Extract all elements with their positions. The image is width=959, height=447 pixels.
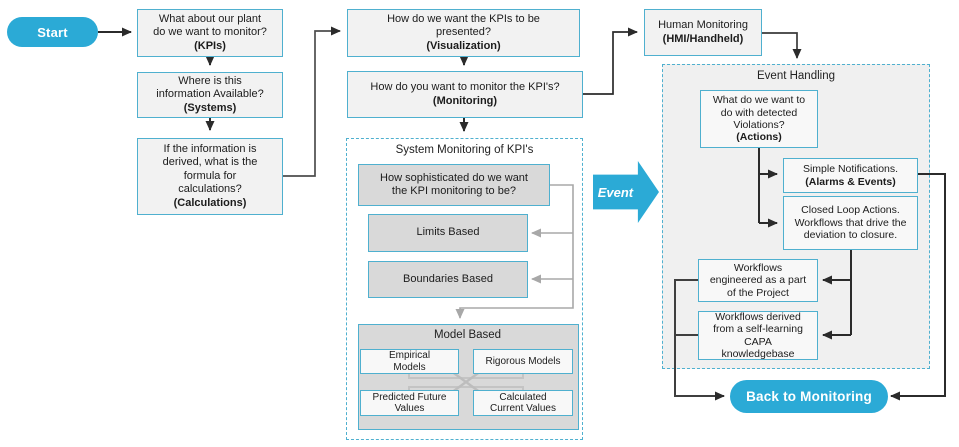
arrow-calculations-to-visualization bbox=[283, 26, 341, 177]
box-systems: Where is this information Available? (Sy… bbox=[137, 72, 283, 118]
rail-model-top bbox=[408, 374, 524, 379]
box-human-monitoring: Human Monitoring (HMI/Handheld) bbox=[644, 9, 762, 56]
box-workflows-capa: Workflows derived from a self-learning C… bbox=[698, 311, 818, 360]
rail-model-bottom bbox=[408, 386, 524, 390]
box-calculations-tag: (Calculations) bbox=[173, 196, 247, 209]
box-workflows-capa-text: Workflows derived from a self-learning C… bbox=[713, 310, 803, 360]
box-calculated-current-values-text: Calculated Current Values bbox=[490, 391, 556, 415]
box-systems-text: Where is this information Available? bbox=[156, 74, 264, 101]
model-based-title: Model Based bbox=[433, 329, 502, 341]
box-kpis: What about our plant do we want to monit… bbox=[137, 9, 283, 57]
box-predicted-future-values: Predicted Future Values bbox=[360, 390, 459, 416]
box-visualization-tag: (Visualization) bbox=[426, 39, 501, 52]
box-visualization-text: How do we want the KPIs to be presented? bbox=[387, 12, 540, 39]
cross-link-2 bbox=[450, 370, 482, 394]
box-limits-based-text: Limits Based bbox=[416, 226, 480, 239]
box-simple-notifications: Simple Notifications. (Alarms & Events) bbox=[783, 158, 918, 193]
box-sophisticated-text: How sophisticated do we want the KPI mon… bbox=[380, 171, 528, 198]
box-calculations: If the information is derived, what is t… bbox=[137, 138, 283, 215]
box-monitoring-text: How do you want to monitor the KPI's? bbox=[370, 81, 560, 93]
box-monitoring-tag: (Monitoring) bbox=[432, 94, 498, 107]
arrow-monitoring-to-human bbox=[583, 27, 638, 95]
line-sophisticated-to-model bbox=[455, 184, 574, 319]
box-calculated-current-values: Calculated Current Values bbox=[473, 390, 573, 416]
box-human-monitoring-tag: (HMI/Handheld) bbox=[662, 32, 744, 45]
box-systems-tag: (Systems) bbox=[183, 101, 237, 114]
box-closed-loop-actions-text: Closed Loop Actions. Workflows that driv… bbox=[794, 204, 907, 242]
box-empirical-models-text: Empirical Models bbox=[388, 350, 431, 373]
box-human-monitoring-text: Human Monitoring bbox=[658, 19, 748, 31]
box-empirical-models: Empirical Models bbox=[360, 349, 459, 374]
box-actions: What do we want to do with detected Viol… bbox=[700, 90, 818, 148]
box-boundaries-based: Boundaries Based bbox=[368, 261, 528, 298]
box-sophisticated: How sophisticated do we want the KPI mon… bbox=[358, 164, 550, 206]
box-rigorous-models-text: Rigorous Models bbox=[485, 355, 561, 367]
box-boundaries-based-text: Boundaries Based bbox=[403, 272, 493, 285]
box-simple-notifications-tag: (Alarms & Events) bbox=[805, 175, 896, 188]
event-block-arrow-label: Event bbox=[597, 184, 634, 200]
box-monitoring: How do you want to monitor the KPI's? (M… bbox=[347, 71, 583, 118]
box-actions-tag: (Actions) bbox=[736, 131, 782, 144]
arrow-workflows-to-back bbox=[674, 279, 725, 401]
box-actions-text: What do we want to do with detected Viol… bbox=[712, 94, 806, 131]
box-limits-based: Limits Based bbox=[368, 214, 528, 252]
box-workflows-project: Workflows engineered as a part of the Pr… bbox=[698, 259, 818, 302]
box-kpis-tag: (KPIs) bbox=[194, 39, 226, 52]
event-handling-title: Event Handling bbox=[757, 70, 835, 82]
box-workflows-project-text: Workflows engineered as a part of the Pr… bbox=[709, 261, 807, 299]
box-rigorous-models: Rigorous Models bbox=[473, 349, 573, 374]
box-closed-loop-actions: Closed Loop Actions. Workflows that driv… bbox=[783, 196, 918, 250]
arrow-simple-to-back bbox=[890, 173, 946, 401]
back-to-monitoring-node: Back to Monitoring bbox=[730, 380, 888, 413]
box-simple-notifications-text: Simple Notifications. bbox=[802, 163, 899, 176]
box-kpis-text: What about our plant do we want to monit… bbox=[153, 12, 267, 39]
box-predicted-future-values-text: Predicted Future Values bbox=[372, 391, 447, 415]
box-visualization: How do we want the KPIs to be presented?… bbox=[347, 9, 580, 57]
system-monitoring-title: System Monitoring of KPI's bbox=[395, 144, 534, 156]
box-calculations-text: If the information is derived, what is t… bbox=[162, 142, 258, 196]
start-node: Start bbox=[7, 17, 98, 47]
arrow-human-to-event-handling bbox=[762, 32, 802, 59]
